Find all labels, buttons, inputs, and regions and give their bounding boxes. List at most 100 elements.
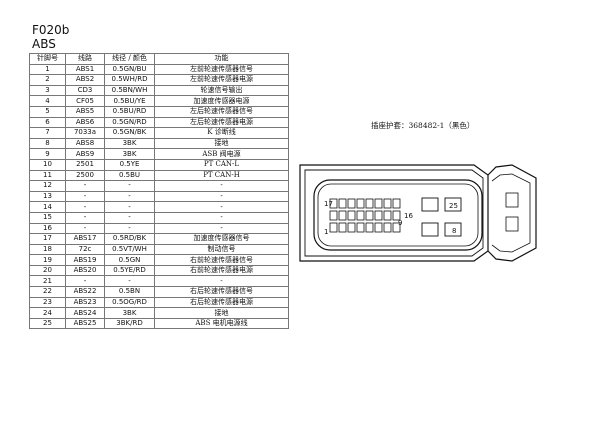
circuit: ABS24 [65, 307, 105, 319]
pin-number: 8 [29, 137, 66, 150]
small-pin-cavity [374, 210, 383, 221]
pin-number: 14 [29, 201, 66, 213]
pin-label-9: 9 [398, 219, 402, 227]
function: 左后轮速传感器信号 [154, 105, 289, 118]
circuit: ABS6 [65, 116, 105, 129]
module-name: ABS [32, 37, 56, 51]
wire-spec: - [104, 190, 155, 203]
small-pin-cavity [338, 198, 347, 209]
circuit: ABS22 [65, 286, 105, 298]
table-row: 15--- [29, 211, 289, 224]
connector-face-inner [317, 183, 479, 247]
pin-number: 25 [29, 317, 66, 330]
pin-label-8: 8 [452, 227, 456, 235]
big-pin-8 [444, 222, 462, 237]
circuit: ABS25 [65, 317, 105, 330]
small-pin-cavity [383, 222, 392, 233]
function: 右前轮速传感器信号 [154, 254, 289, 266]
wire-spec: 0.5YE [104, 158, 155, 171]
circuit: ABS19 [65, 254, 105, 266]
circuit: - [65, 190, 105, 203]
connector-housing-inner [304, 169, 484, 257]
circuit: 7033a [65, 127, 105, 139]
table-row: 14--- [29, 201, 289, 213]
wire-spec: 0.5YE/RD [104, 264, 155, 277]
table-row: 16--- [29, 222, 289, 235]
small-pin-cavity [338, 222, 347, 233]
wire-spec: 0.5GN/RD [104, 116, 155, 129]
pin-number: 19 [29, 254, 66, 266]
col-function: 功能 [154, 53, 289, 65]
wire-spec: 0.5BU/RD [104, 105, 155, 118]
small-pin-cavity [383, 198, 392, 209]
circuit: ABS1 [65, 63, 105, 76]
small-pin-cavity [329, 222, 338, 233]
small-pin-cavity [329, 198, 338, 209]
connector-diagram: 17 16 9 1 25 8 [299, 164, 537, 262]
small-pin-cavity [347, 210, 356, 221]
wire-spec: 0.5WH/RD [104, 74, 155, 86]
wire-spec: 0.5VT/WH [104, 243, 155, 256]
latch-slot-top [505, 192, 519, 208]
housing-note: 插座护套：368482-1（黑色） [371, 121, 475, 130]
small-pin-cavity [329, 210, 338, 221]
small-pin-cavity [365, 210, 374, 221]
circuit: - [65, 275, 105, 288]
col-pin: 针脚号 [29, 53, 66, 65]
small-pin-field [329, 198, 401, 233]
pin-label-16: 16 [404, 212, 413, 220]
latch-slot-bottom [505, 216, 519, 232]
function: 接地 [154, 137, 289, 150]
small-pin-cavity [347, 198, 356, 209]
circuit: ABS5 [65, 105, 105, 118]
small-pin-cavity [356, 210, 365, 221]
wire-spec: 0.5OG/RD [104, 296, 155, 309]
circuit: ABS23 [65, 296, 105, 309]
pin-number: 3 [29, 84, 66, 97]
wire-spec: - [104, 201, 155, 213]
function: - [154, 201, 289, 213]
table-row: 21--- [29, 275, 289, 288]
pin-number: 2 [29, 74, 66, 86]
wire-spec: 0.5GN [104, 254, 155, 266]
wire-spec: 0.5GN/BU [104, 63, 155, 76]
circuit: 2500 [65, 169, 105, 182]
function: 左后轮速传感器电源 [154, 116, 289, 129]
pin-number: 1 [29, 63, 66, 76]
small-pin-cavity [365, 222, 374, 233]
circuit: - [65, 201, 105, 213]
table-row: 12--- [29, 180, 289, 192]
small-pin-cavity [356, 198, 365, 209]
pin-number: 4 [29, 95, 66, 107]
big-pin-9 [421, 222, 439, 237]
col-circuit: 线路 [65, 53, 105, 65]
small-pin-cavity [347, 222, 356, 233]
pin-number: 15 [29, 211, 66, 224]
function: - [154, 211, 289, 224]
col-wire: 线径 / 颜色 [104, 53, 155, 65]
small-pin-cavity [392, 198, 401, 209]
connector-housing [299, 164, 489, 262]
function: 接地 [154, 307, 289, 319]
pin-number: 20 [29, 264, 66, 277]
function: - [154, 180, 289, 192]
latch [487, 164, 537, 262]
small-pin-cavity [383, 210, 392, 221]
wire-spec: 0.5BU [104, 169, 155, 182]
pin-number: 13 [29, 190, 66, 203]
pin-number: 18 [29, 243, 66, 256]
wire-spec: - [104, 211, 155, 224]
pin-number: 21 [29, 275, 66, 288]
